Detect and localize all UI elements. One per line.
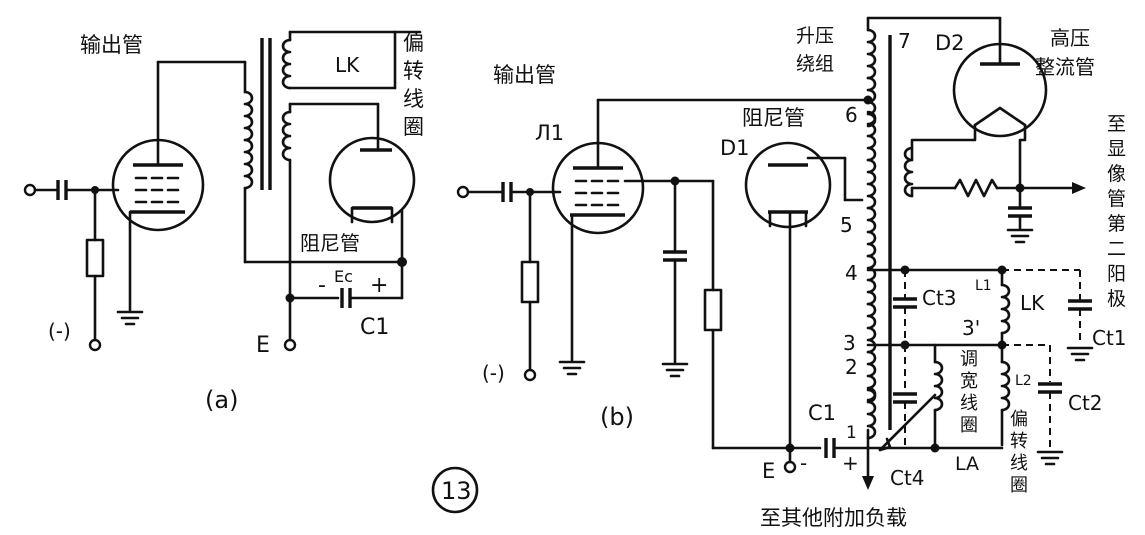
ct3-label: Ct3 [922, 286, 957, 310]
tap-3-label: 3 [843, 331, 856, 355]
second-anode-char7: 阳 [1107, 263, 1126, 285]
deflection-coil-b-char4: 圈 [1010, 475, 1028, 496]
output-tube-a [111, 60, 205, 232]
tap-3p-label: 3' [962, 316, 980, 340]
tap-5-label: 5 [840, 213, 853, 237]
second-anode-char1: 至 [1107, 113, 1126, 135]
tap-4-label: 4 [845, 261, 858, 285]
input-terminal-a [23, 183, 37, 197]
ec-label-a: Ec [334, 267, 353, 286]
hv-rectifier-line2: 整流管 [1035, 55, 1095, 79]
panel-b [456, 16, 1094, 490]
deflection-coil-b-char2: 转 [1010, 431, 1028, 452]
booster-winding-line1: 升压 [796, 25, 834, 47]
panel-a [23, 30, 422, 352]
tap-6-label: 6 [845, 103, 858, 127]
autotransformer [866, 28, 892, 440]
plus-label-a: + [370, 273, 388, 298]
output-tube-label-b: 输出管 [493, 63, 556, 87]
second-anode-char3: 像 [1107, 163, 1126, 185]
deflection-coil-a-char4: 圈 [403, 115, 424, 139]
d1-label: D1 [720, 136, 750, 160]
hv-rectifier-tube [952, 16, 1048, 138]
lk-label-a: LK [335, 53, 360, 77]
ct1-label: Ct1 [1092, 326, 1127, 350]
l2-label: L2 [1015, 373, 1032, 389]
c1-label-b: C1 [808, 401, 836, 425]
grid-resistor-a [85, 238, 105, 278]
minus-label-b: - [800, 451, 807, 475]
e-label-a: E [256, 333, 270, 358]
second-anode-char8: 极 [1107, 288, 1126, 310]
width-coil-char4: 圈 [960, 415, 978, 436]
tap-1-label: 1 [846, 423, 857, 443]
caption-a: (a) [205, 386, 238, 414]
deflection-coil-a-char1: 偏 [403, 31, 424, 55]
neg-label-b: (-) [482, 361, 505, 385]
second-anode-char4: 管 [1107, 188, 1126, 210]
width-coil-char1: 调 [960, 349, 978, 370]
damper-tube-a [328, 102, 416, 224]
figure-number-circle [431, 466, 479, 514]
damper-tube-label-b: 阻尼管 [742, 106, 805, 130]
neg-label-a: (-) [48, 319, 71, 343]
caption-b: (b) [600, 403, 634, 431]
plus-label-b: + [842, 451, 859, 475]
deflection-coil-b-char1: 偏 [1010, 409, 1028, 430]
second-anode-char6: 二 [1107, 238, 1126, 260]
booster-winding-line2: 绕组 [796, 53, 834, 75]
output-tube-b [551, 98, 645, 235]
d2-label: D2 [935, 31, 965, 55]
la-label: LA [955, 453, 979, 475]
ct2-label: Ct2 [1068, 391, 1103, 415]
damper-tube-b [744, 141, 832, 450]
e-label-b: E [762, 459, 775, 483]
damper-tube-label-a: 阻尼管 [300, 231, 360, 255]
second-anode-char2: 显 [1107, 138, 1126, 160]
hv-resistor [953, 178, 999, 198]
figure-number: 13 [441, 477, 472, 505]
c1-label-a: C1 [360, 315, 389, 340]
other-loads-label: 至其他附加负载 [760, 506, 907, 530]
width-coil-char3: 线 [960, 393, 978, 414]
width-coil-char2: 宽 [960, 371, 978, 392]
tap-7-label: 7 [898, 29, 911, 53]
second-anode-char5: 第 [1107, 213, 1126, 235]
ct4-label: Ct4 [890, 466, 925, 490]
minus-label-a: - [318, 273, 326, 298]
deflection-coil-b-char3: 线 [1010, 453, 1028, 474]
lk-label-b: LK [1020, 291, 1045, 315]
output-tube-label-a: 输出管 [80, 33, 143, 57]
deflection-coil-a-char2: 转 [403, 59, 424, 83]
l1-label: L1 [975, 278, 992, 294]
deflection-coil-a-char3: 线 [403, 87, 424, 111]
tube-j1-label: Л1 [535, 121, 564, 145]
tap-2-label: 2 [845, 355, 858, 379]
hv-rectifier-line1: 高压 [1050, 26, 1090, 50]
